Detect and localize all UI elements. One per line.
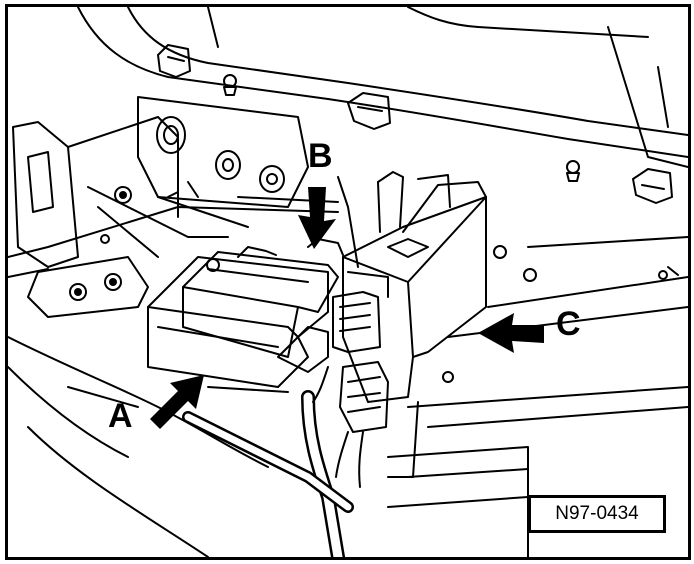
figure-reference-number: N97-0434 (528, 495, 666, 533)
module-b (182, 238, 344, 373)
upper-panel (77, 7, 688, 168)
connectors (332, 245, 537, 433)
lower-shell (8, 336, 269, 557)
figure-frame: A B C N97-0434 (5, 4, 691, 560)
arrow-a (150, 375, 204, 429)
module-a (147, 256, 329, 393)
callout-a: A (108, 397, 133, 435)
line-drawing (8, 7, 688, 557)
module-c (342, 171, 487, 403)
arrow-b (298, 187, 336, 249)
callout-c: C (556, 305, 581, 343)
wiring-harness (182, 366, 364, 557)
support-plate (137, 96, 309, 228)
arrow-c (478, 313, 544, 353)
left-mounting-bracket (12, 116, 229, 318)
callout-b: B (308, 137, 333, 175)
panel-clips (157, 44, 673, 204)
